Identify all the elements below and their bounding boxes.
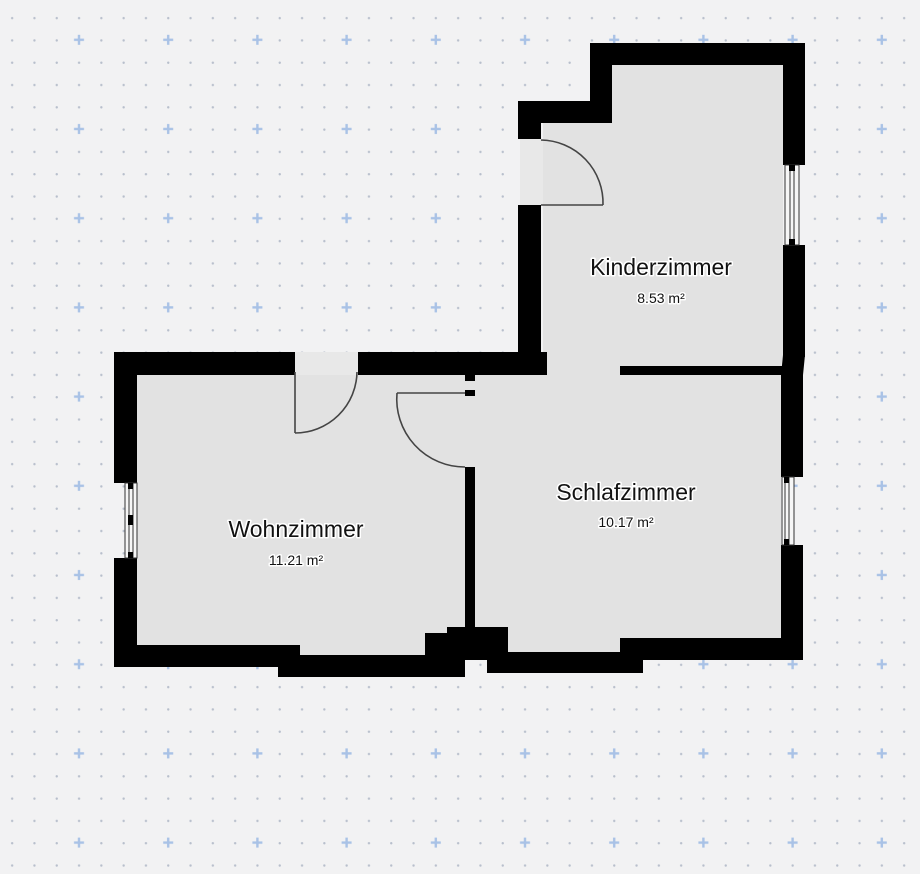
wall-kinder-top bbox=[590, 43, 805, 65]
floor-areas bbox=[137, 65, 783, 655]
wall-stub-lower bbox=[465, 390, 475, 396]
wall-kinder-right-upper bbox=[783, 43, 805, 165]
wall-wohn-schlaf-interior bbox=[465, 467, 475, 633]
wall-kinder-left-upper bbox=[518, 101, 541, 139]
wall-kinder-left-lower bbox=[518, 205, 541, 375]
wall-schlaf-right-upper bbox=[781, 375, 803, 477]
door-gap-schlafzimmer bbox=[465, 381, 475, 467]
wall-wohn-top-left bbox=[114, 352, 295, 375]
door-gap-wohnzimmer bbox=[295, 352, 358, 375]
floor-wohnzimmer[interactable] bbox=[137, 375, 465, 655]
window-schlafzimmer bbox=[781, 476, 795, 546]
wall-kinder-schlaf-interior bbox=[620, 366, 783, 375]
room-area-wohnzimmer: 11.21 m² bbox=[269, 552, 324, 568]
wall-wohn-left-lower bbox=[114, 558, 137, 667]
room-name-schlafzimmer: Schlafzimmer bbox=[556, 479, 696, 505]
room-name-kinderzimmer: Kinderzimmer bbox=[590, 254, 732, 280]
floor-schlafzimmer[interactable] bbox=[475, 375, 781, 652]
door-gap-kinderzimmer bbox=[520, 139, 543, 205]
wall-schlaf-right-lower bbox=[781, 545, 803, 660]
wall-schlaf-bottom-left bbox=[487, 652, 643, 673]
wall-wohn-bottom-left bbox=[114, 645, 300, 667]
wall-wohn-bottom-middle bbox=[278, 655, 447, 677]
wall-kinder-right-lower bbox=[783, 245, 805, 357]
floor-kinderzimmer[interactable] bbox=[543, 65, 783, 367]
doors bbox=[294, 139, 604, 468]
wall-kinder-step-horizontal bbox=[518, 101, 612, 123]
wall-junction-drop bbox=[447, 640, 487, 660]
room-labels: Kinderzimmer 8.53 m² Schlafzimmer 10.17 … bbox=[227, 253, 734, 570]
door-kinderzimmer[interactable] bbox=[540, 139, 604, 206]
passage-kinderzimmer-schlafzimmer bbox=[543, 365, 620, 377]
wall-schlaf-bottom-right bbox=[620, 638, 803, 660]
wall-stub-upper bbox=[465, 375, 475, 381]
wall-right-joint bbox=[781, 355, 805, 375]
window-kinderzimmer bbox=[784, 164, 800, 246]
windows bbox=[124, 164, 800, 559]
window-wohnzimmer bbox=[124, 482, 138, 559]
room-area-kinderzimmer: 8.53 m² bbox=[637, 290, 685, 306]
wall-wohn-left-upper bbox=[114, 352, 137, 483]
door-schlafzimmer[interactable] bbox=[395, 392, 466, 468]
walls bbox=[114, 43, 805, 677]
wall-wohn-top-right bbox=[358, 352, 547, 375]
door-wohnzimmer[interactable] bbox=[294, 371, 358, 434]
room-area-schlafzimmer: 10.17 m² bbox=[598, 514, 654, 530]
room-name-wohnzimmer: Wohnzimmer bbox=[228, 516, 363, 542]
